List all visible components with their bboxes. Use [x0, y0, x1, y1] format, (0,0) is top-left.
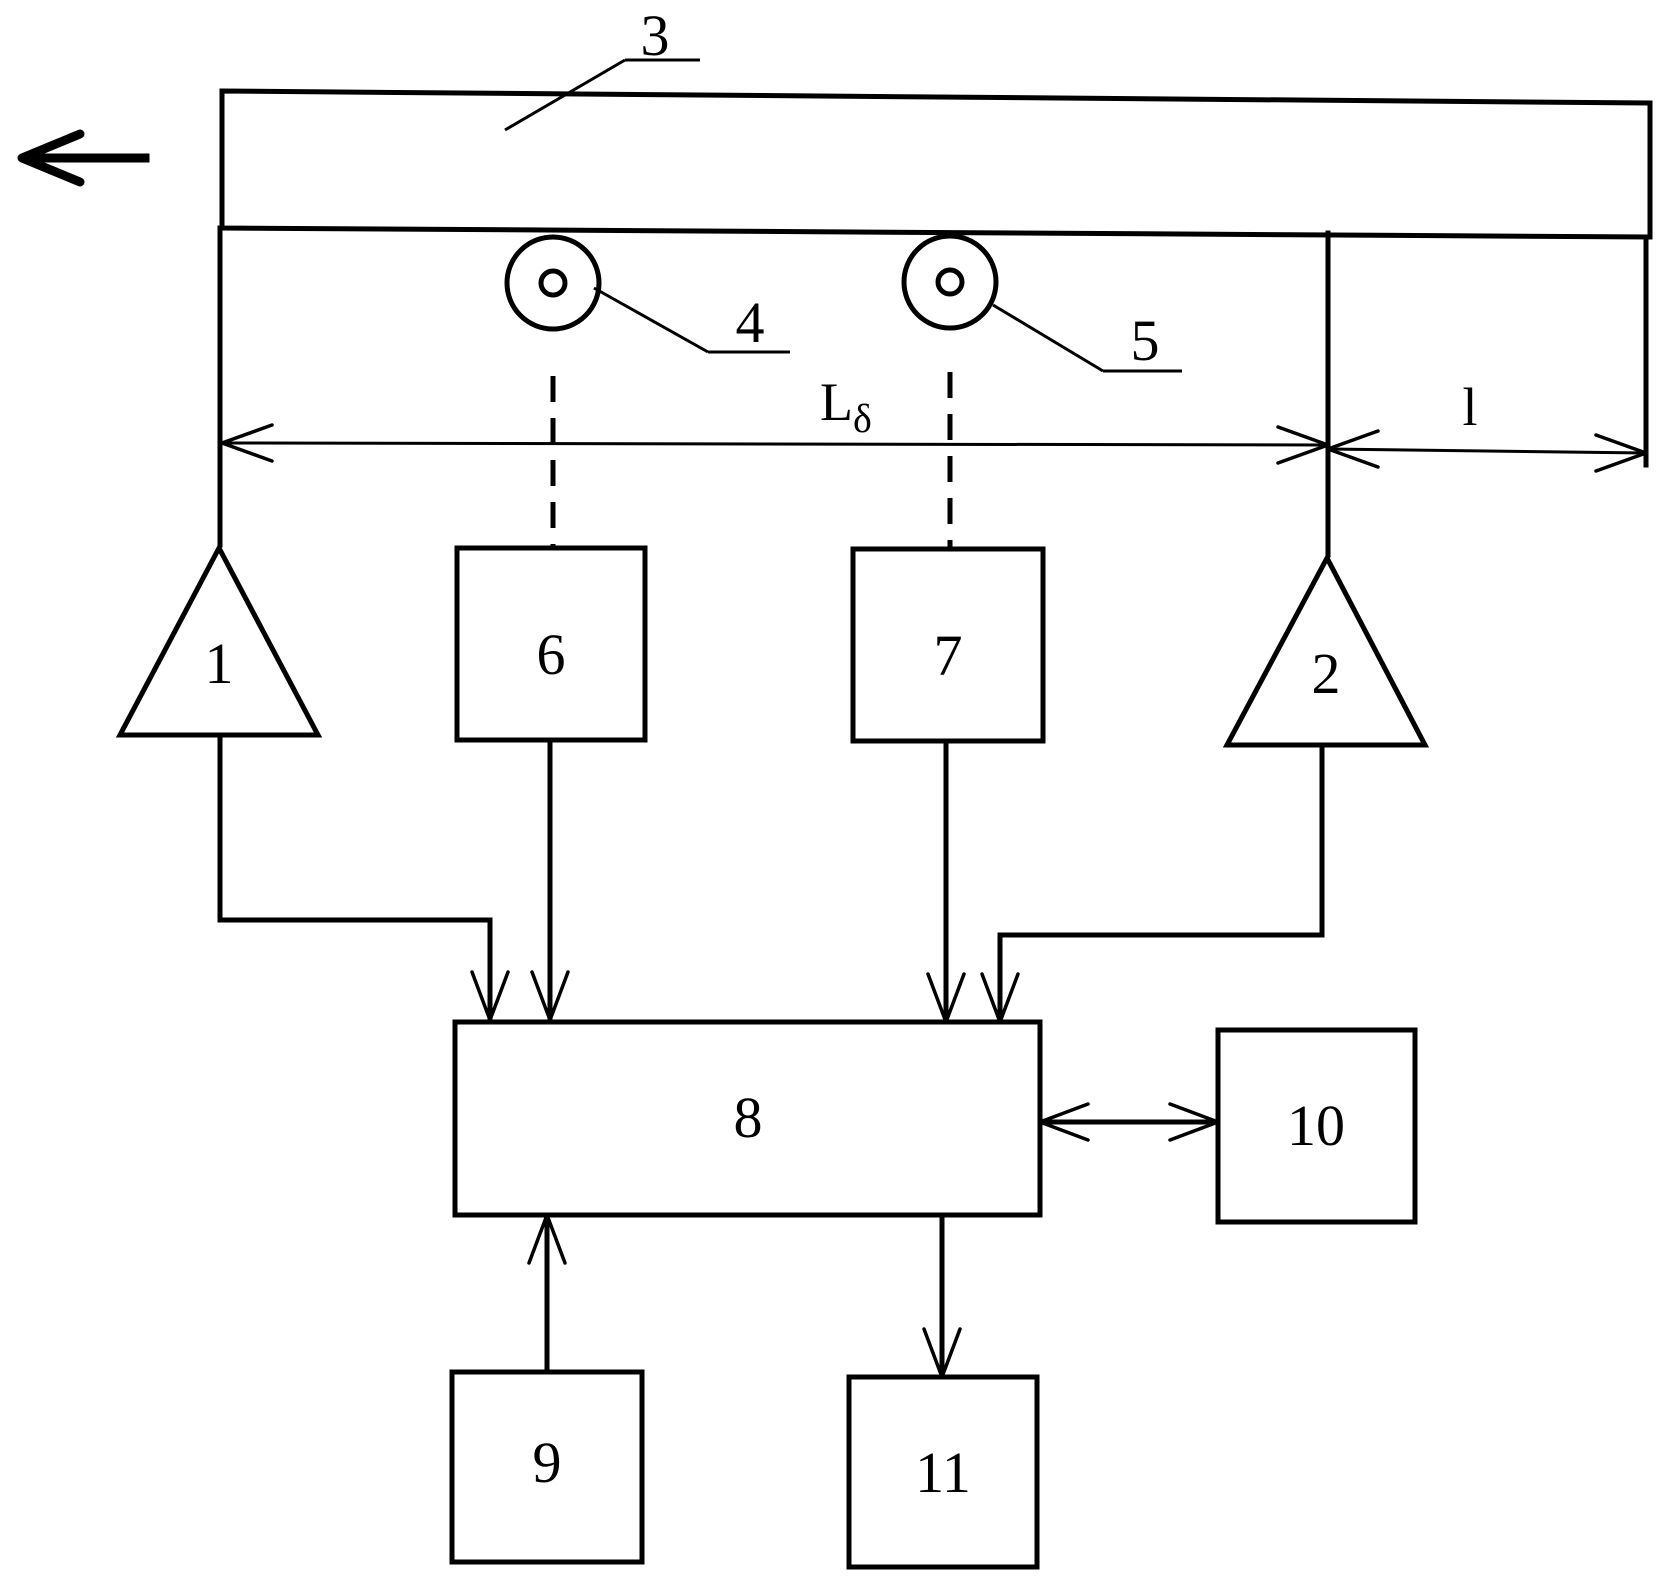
label-receiver-1: 1: [205, 631, 234, 696]
label-block-7: 7: [934, 623, 963, 688]
label-receiver-2: 2: [1312, 641, 1341, 706]
dimension-base-label: Lδ: [820, 372, 872, 441]
connector-7-8: [928, 741, 964, 1022]
label-block-6: 6: [537, 622, 566, 687]
connector-8-11: [924, 1215, 960, 1377]
connector-8-10: [1040, 1104, 1218, 1140]
sensor-4: [507, 237, 599, 329]
leader-4: [594, 288, 708, 352]
label-sensor-5: 5: [1131, 308, 1160, 373]
label-block-8: 8: [734, 1085, 763, 1150]
leader-5: [993, 305, 1103, 371]
label-block-10: 10: [1287, 1093, 1345, 1158]
sensor-5: [904, 236, 996, 328]
label-sensor-4: 4: [736, 290, 765, 355]
dimension-offset: [1328, 431, 1646, 471]
arrow-left-icon: [22, 134, 145, 182]
connector-9-8: [529, 1215, 565, 1372]
connector-1-8: [220, 735, 508, 1020]
object-bar: [222, 91, 1650, 237]
connector-6-8: [532, 740, 568, 1020]
label-block-9: 9: [533, 1430, 562, 1495]
label-block-11: 11: [915, 1440, 971, 1505]
label-object-3: 3: [641, 3, 670, 68]
dimension-base: [222, 425, 1328, 463]
dimension-offset-label: l: [1462, 377, 1477, 437]
connector-2-8: [982, 745, 1322, 1022]
